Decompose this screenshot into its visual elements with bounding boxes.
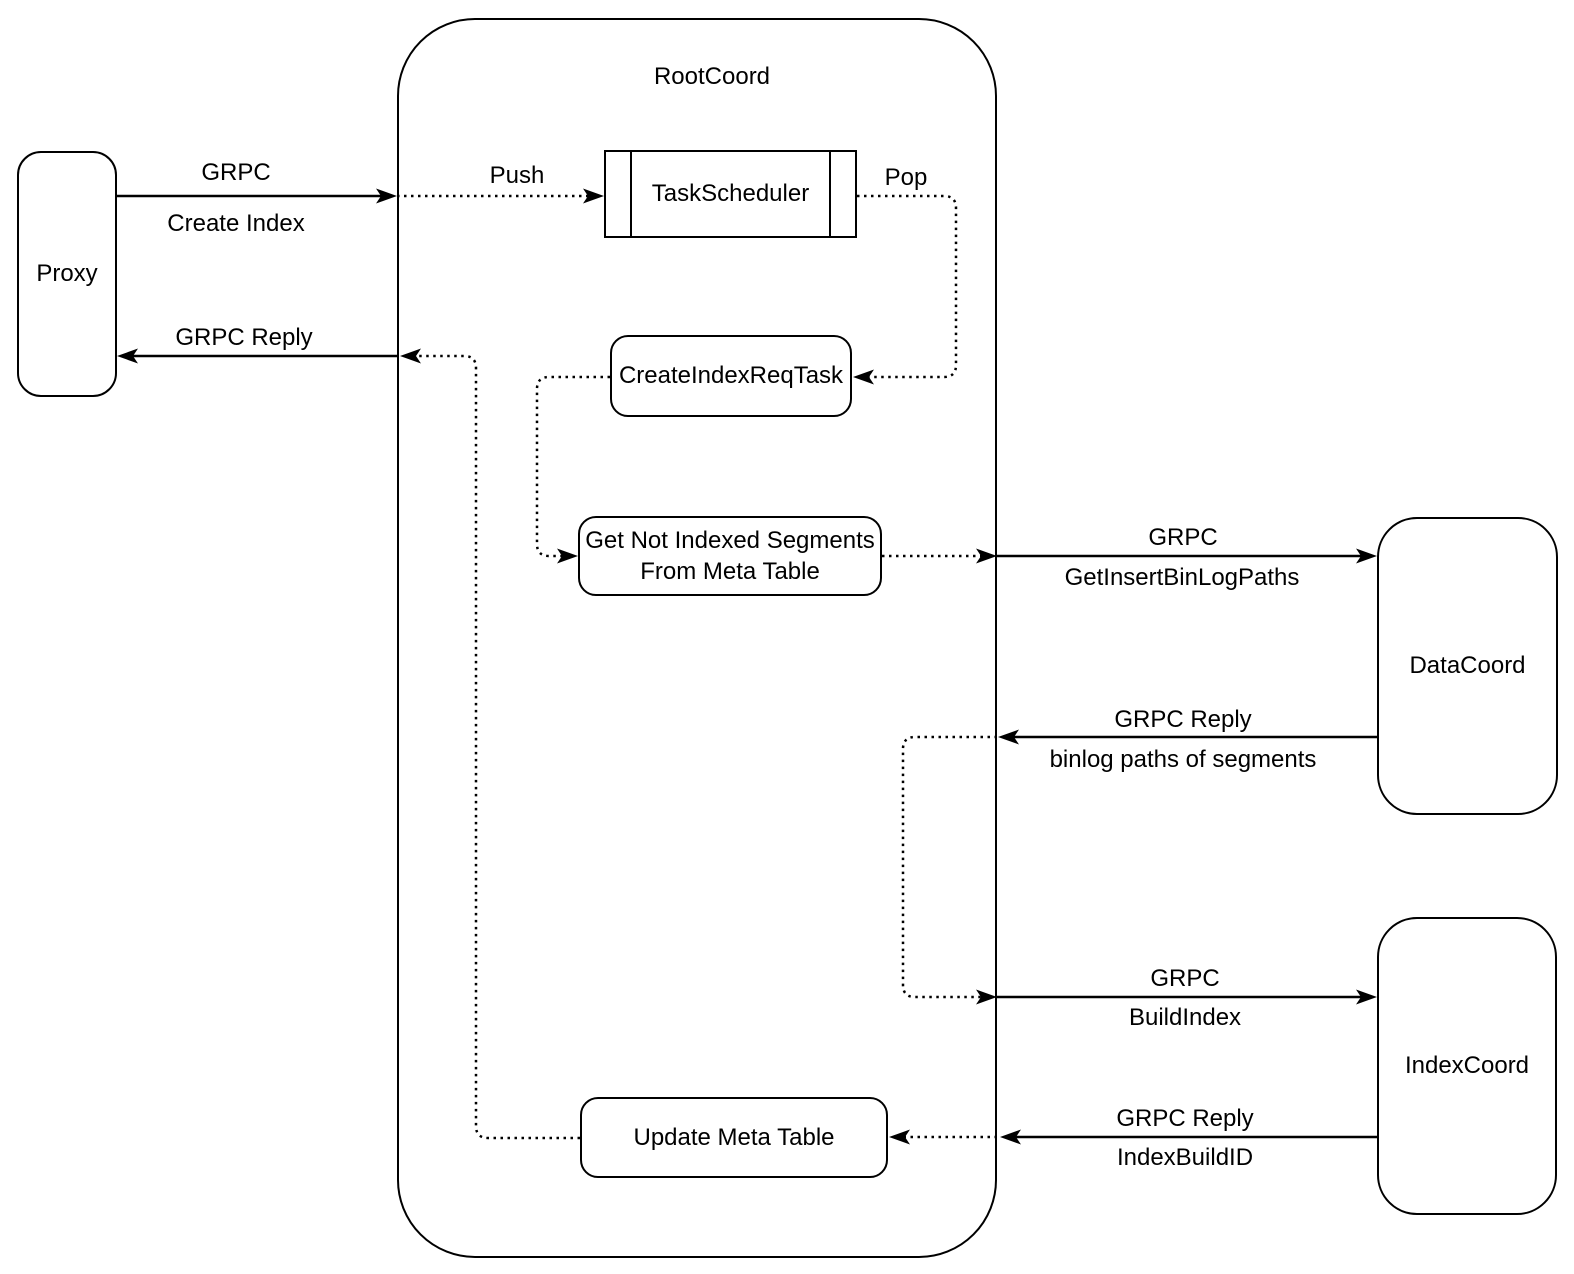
rootcoord-title: RootCoord <box>653 63 771 90</box>
node-proxy: Proxy <box>17 151 117 397</box>
edge-grpc-reply-to-proxy <box>117 348 397 364</box>
edge-grpc-getinsertbinlogpaths <box>997 548 1377 564</box>
label-push: Push <box>489 162 545 189</box>
label-grpc-create-index-1: GRPC <box>201 159 271 186</box>
node-index-coord: IndexCoord <box>1377 917 1557 1215</box>
label-grpc-getinsertbinlogpaths-2: GetInsertBinLogPaths <box>1064 564 1300 591</box>
edge-updatemeta-to-reply <box>400 348 580 1140</box>
node-data-coord: DataCoord <box>1377 517 1558 815</box>
label-grpc-reply-binlog-1: GRPC Reply <box>1114 706 1252 733</box>
edge-getseg-to-boundary <box>882 548 997 564</box>
label-grpc-create-index-2: Create Index <box>167 210 305 237</box>
label-grpc-reply-indexbuildid-2: IndexBuildID <box>1116 1144 1254 1171</box>
node-create-index-req-task: CreateIndexReqTask <box>610 335 852 417</box>
node-index-coord-label: IndexCoord <box>1404 1052 1530 1080</box>
edge-boundary-to-updatemeta <box>889 1129 997 1145</box>
edge-grpc-reply-indexbuildid <box>1000 1129 1377 1145</box>
rootcoord-container <box>397 18 997 1258</box>
node-get-not-indexed-segments-line2: From Meta Table <box>640 558 820 585</box>
edge-grpc-reply-binlog <box>998 729 1377 745</box>
edge-push <box>397 188 604 204</box>
label-grpc-buildindex-1: GRPC <box>1150 965 1220 992</box>
node-get-not-indexed-segments-line1: Get Not Indexed Segments <box>585 526 875 554</box>
label-grpc-buildindex-2: BuildIndex <box>1128 1004 1242 1031</box>
edge-cirt-to-getseg <box>535 375 610 564</box>
task-scheduler-right-bar <box>829 152 831 236</box>
node-update-meta-table-label: Update Meta Table <box>633 1123 835 1151</box>
label-grpc-reply-indexbuildid-1: GRPC Reply <box>1116 1105 1254 1132</box>
label-grpc-reply-proxy: GRPC Reply <box>175 324 313 351</box>
node-create-index-req-task-label: CreateIndexReqTask <box>618 362 844 390</box>
label-pop: Pop <box>884 164 928 191</box>
node-update-meta-table: Update Meta Table <box>580 1097 888 1178</box>
label-grpc-reply-binlog-2: binlog paths of segments <box>1049 746 1317 773</box>
node-data-coord-label: DataCoord <box>1409 652 1526 680</box>
node-get-not-indexed-segments: Get Not Indexed Segments From Meta Table <box>578 516 882 596</box>
edge-pop <box>853 194 958 385</box>
edge-grpc-buildindex <box>997 989 1377 1005</box>
node-proxy-label: Proxy <box>36 260 98 288</box>
edge-grpc-create-index <box>117 188 397 204</box>
task-scheduler-left-bar <box>630 152 632 236</box>
node-task-scheduler-label: TaskScheduler <box>651 180 810 208</box>
edge-binlog-to-buildindex <box>901 735 997 1005</box>
node-task-scheduler: TaskScheduler <box>604 150 857 238</box>
label-grpc-getinsertbinlogpaths-1: GRPC <box>1148 524 1218 551</box>
